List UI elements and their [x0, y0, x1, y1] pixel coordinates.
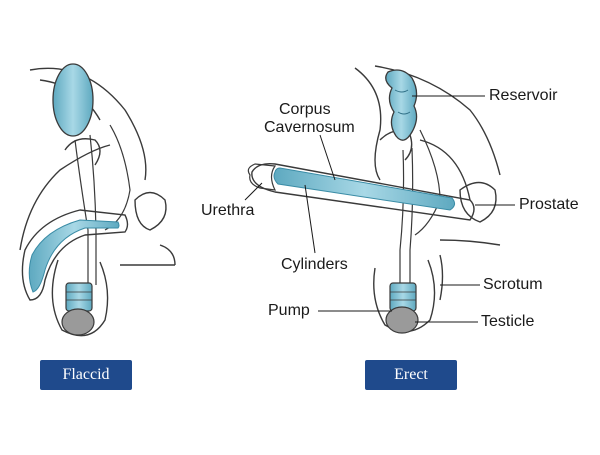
- leader-urethra: [244, 182, 263, 201]
- flaccid-figure: [19, 67, 176, 337]
- erect-reservoir: [385, 69, 418, 141]
- label-prostate: Prostate: [519, 196, 579, 213]
- flaccid-badge: Flaccid: [40, 360, 132, 390]
- flaccid-reservoir: [52, 63, 94, 137]
- erect-badge: Erect: [365, 360, 457, 390]
- label-pump: Pump: [268, 302, 310, 319]
- label-cylinders: Cylinders: [281, 256, 348, 273]
- flaccid-penis: [21, 209, 129, 301]
- label-reservoir: Reservoir: [489, 87, 558, 104]
- flaccid-testicle: [61, 308, 95, 336]
- erect-testicle: [385, 306, 419, 334]
- erect-figure: [354, 65, 501, 333]
- flaccid-pump: [65, 282, 93, 312]
- label-scrotum: Scrotum: [483, 276, 543, 293]
- erect-cylinder: [273, 167, 456, 211]
- label-corpus-line2: Cavernosum: [264, 119, 355, 136]
- label-urethra: Urethra: [201, 202, 255, 219]
- label-testicle: Testicle: [481, 313, 535, 330]
- label-corpus-line1: Corpus: [279, 101, 331, 118]
- leader-lines: [244, 95, 515, 323]
- leader-cylinders: [304, 184, 316, 254]
- leader-corpus: [319, 134, 336, 181]
- flaccid-cylinder: [28, 219, 120, 293]
